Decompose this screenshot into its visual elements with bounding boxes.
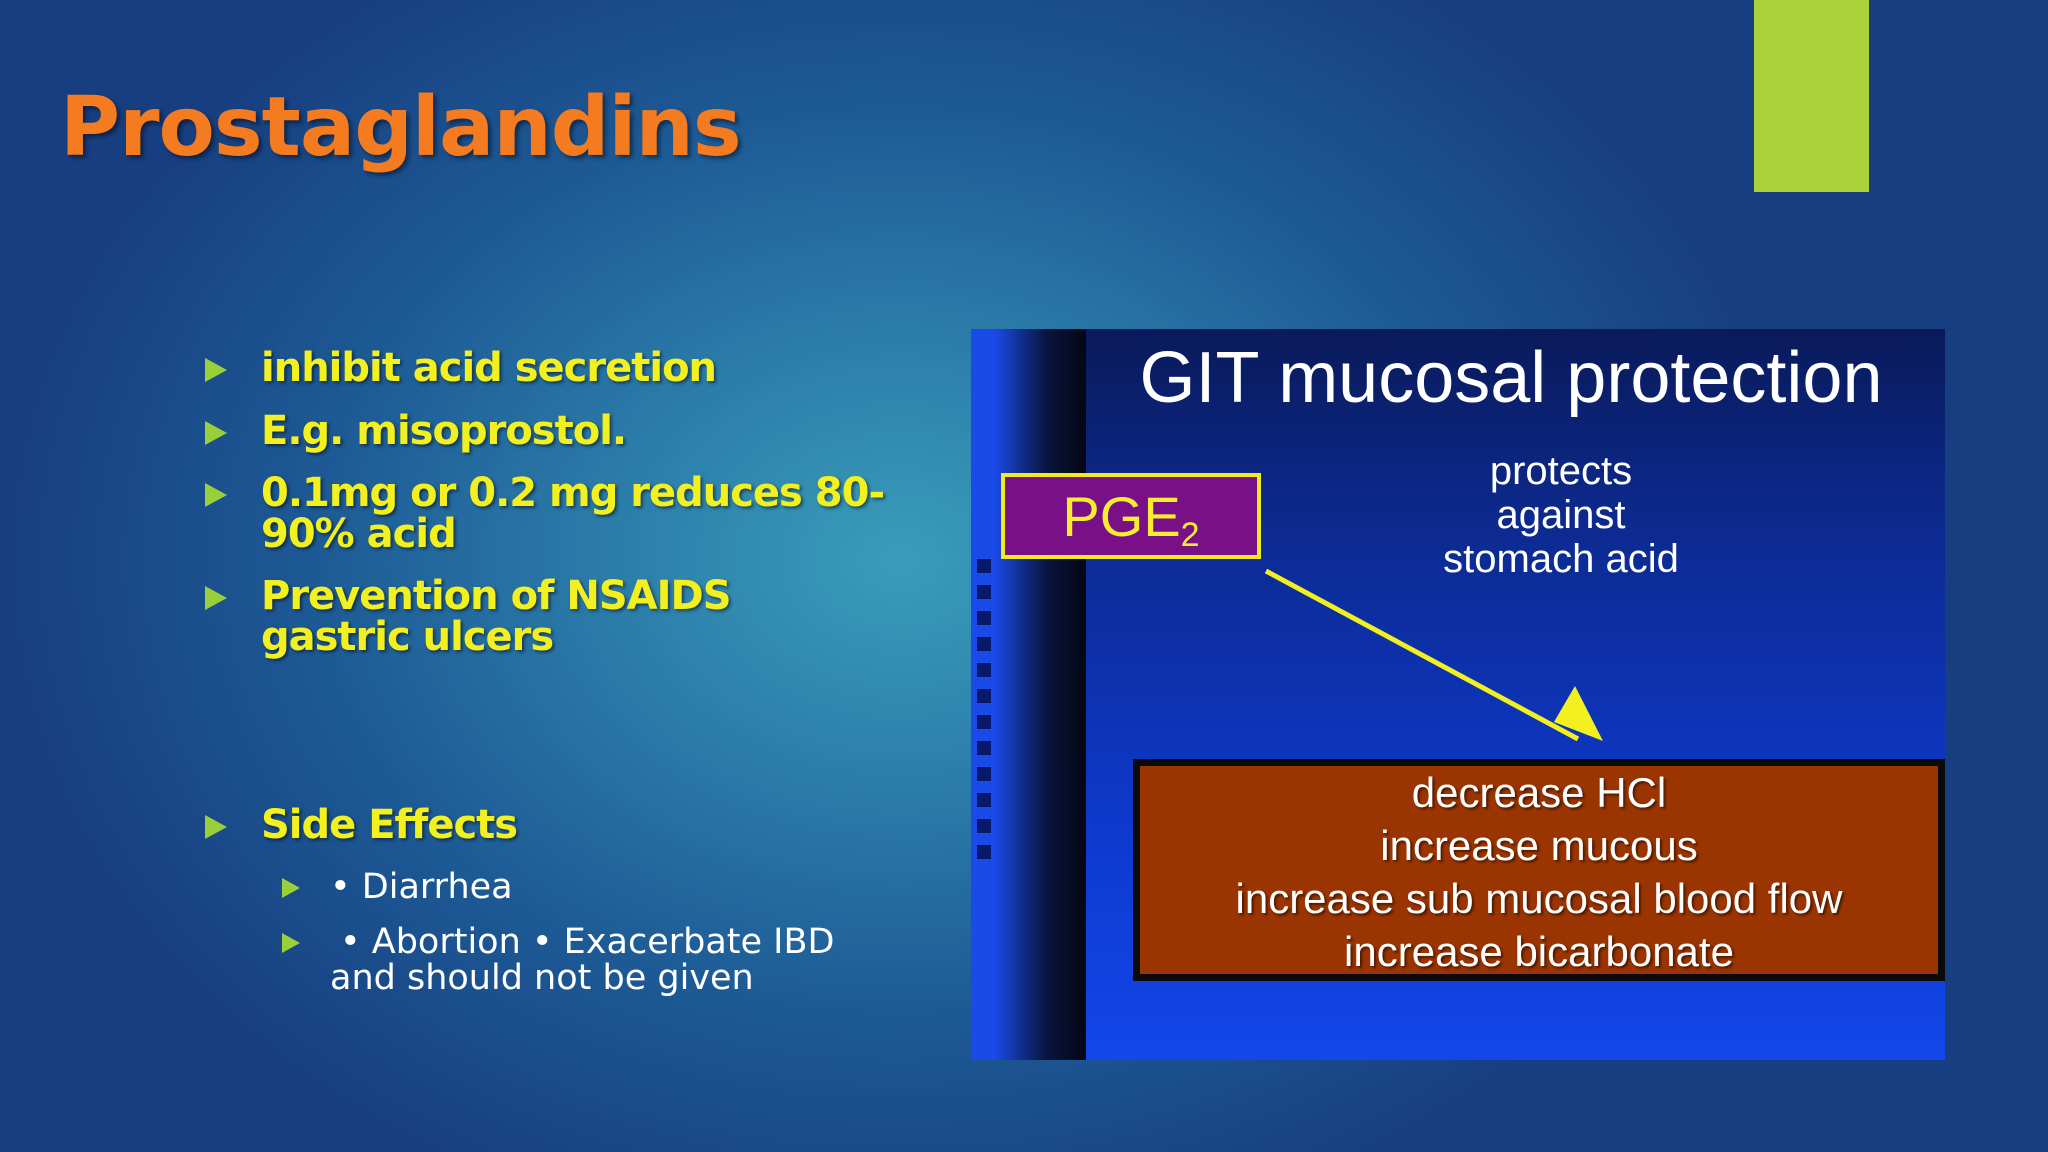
triangle-bullet-icon — [205, 483, 227, 507]
slide-title: Prostaglandins — [60, 80, 742, 175]
triangle-bullet-icon — [205, 421, 227, 445]
triangle-bullet-icon — [205, 586, 227, 610]
sub-bullet-item: • Abortion • Exacerbate IBD and should n… — [282, 924, 890, 996]
bullet-list: inhibit acid secretion E.g. misoprostol.… — [0, 0, 900, 1152]
figure-left-strip — [971, 329, 1086, 1060]
effects-box: decrease HCl increase mucous increase su… — [1133, 759, 1945, 981]
protects-line: protects — [1489, 449, 1633, 493]
yellow-arrow-icon — [1264, 568, 1603, 742]
effect-line: increase mucous — [1380, 822, 1698, 869]
protects-line: stomach acid — [1443, 537, 1679, 581]
sub-bullet-text: • Abortion • Exacerbate IBD and should n… — [330, 922, 835, 998]
git-mucosal-protection-figure: GIT mucosal protection PGE2 protects aga… — [971, 329, 1945, 1060]
triangle-bullet-icon — [282, 933, 300, 953]
bullet-text: Side Effects — [261, 802, 518, 848]
bullet-item: E.g. misoprostol. — [205, 408, 627, 454]
effect-line: increase bicarbonate — [1344, 928, 1734, 975]
pge2-label: PGE — [1062, 485, 1181, 548]
figure-title: GIT mucosal protection — [1139, 338, 1883, 418]
accent-bar — [1754, 0, 1869, 192]
bullet-text: 0.1mg or 0.2 mg reduces 80-90% acid — [261, 470, 885, 557]
bullet-item: 0.1mg or 0.2 mg reduces 80-90% acid — [205, 473, 891, 555]
triangle-bullet-icon — [205, 815, 227, 839]
pge2-subscript: 2 — [1180, 516, 1200, 554]
triangle-bullet-icon — [282, 878, 300, 898]
effect-line: decrease HCl — [1411, 769, 1667, 816]
triangle-bullet-icon — [205, 358, 227, 382]
bullet-item: Side Effects — [205, 802, 518, 848]
bullet-item: inhibit acid secretion — [205, 345, 717, 391]
sub-bullet-item: • Diarrhea — [282, 869, 513, 905]
sub-bullet-text: • Diarrhea — [330, 867, 513, 907]
effect-line: increase sub mucosal blood flow — [1235, 875, 1843, 922]
bullet-text: E.g. misoprostol. — [261, 408, 627, 454]
pge2-box: PGE2 — [1001, 473, 1261, 559]
bullet-text: inhibit acid secretion — [261, 345, 717, 391]
protects-text: protects against stomach acid — [1371, 449, 1751, 581]
bullet-text: Prevention of NSAIDS gastric ulcers — [261, 573, 732, 660]
protects-line: against — [1496, 493, 1626, 537]
bullet-item: Prevention of NSAIDS gastric ulcers — [205, 576, 881, 658]
